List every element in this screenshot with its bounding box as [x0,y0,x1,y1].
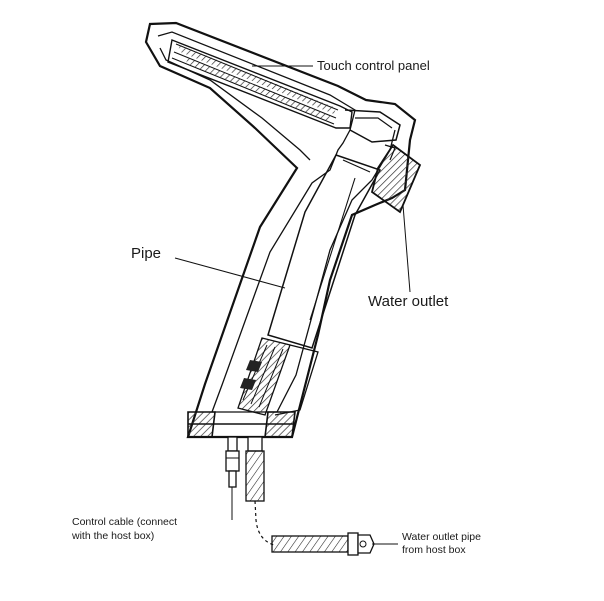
water-outlet-label: Water outlet [368,293,449,310]
internal-pipe [267,154,382,349]
faucet-body-outline [144,21,417,439]
control-cable [225,436,240,488]
touch-control-panel [167,39,353,129]
water-outlet-pipe [271,532,375,556]
leader-pipe [174,257,286,289]
water-outlet-block [370,143,422,214]
leader-water-outlet [402,204,411,293]
touch-control-panel-label: Touch control panel [317,58,430,73]
water-outlet-pipe-label-line1: Water outlet pipe [402,531,481,543]
braided-hose [245,436,275,546]
panel-hatch [178,45,336,121]
pipe-label: Pipe [131,245,161,262]
water-outlet-pipe-label-line2: from host box [402,544,466,556]
control-cable-label-line2: with the host box) [71,530,154,542]
threaded-section [237,337,319,416]
control-cable-label-line1: Control cable (connect [72,516,177,528]
